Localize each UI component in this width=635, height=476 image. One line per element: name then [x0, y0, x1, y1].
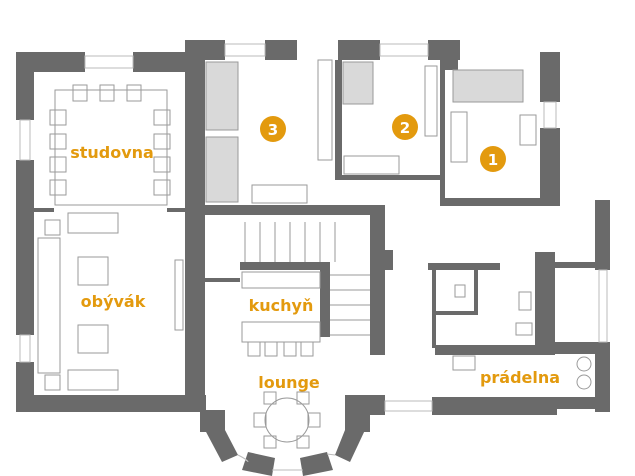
room-label-obyvak: obývák [81, 292, 146, 311]
walls [16, 40, 610, 476]
bedroom-badge-2 [392, 114, 418, 140]
bedroom-badge-1 [480, 146, 506, 172]
bedroom-badges: 3 2 1 [260, 114, 506, 172]
room-label-studovna: studovna [70, 143, 154, 162]
bedroom-number-2: 2 [400, 119, 410, 137]
bedroom-number-3: 3 [268, 121, 278, 139]
bedroom-badge-3 [260, 116, 286, 142]
room-label-lounge: lounge [258, 373, 320, 392]
room-label-kuchyn: kuchyň [249, 296, 314, 315]
room-label-pradelna: prádelna [480, 368, 560, 387]
bedroom-number-1: 1 [488, 151, 498, 169]
windows [19, 43, 608, 412]
room-labels: studovna obývák kuchyň lounge prádelna [70, 143, 560, 392]
furniture [37, 59, 592, 449]
staircase [244, 222, 370, 336]
